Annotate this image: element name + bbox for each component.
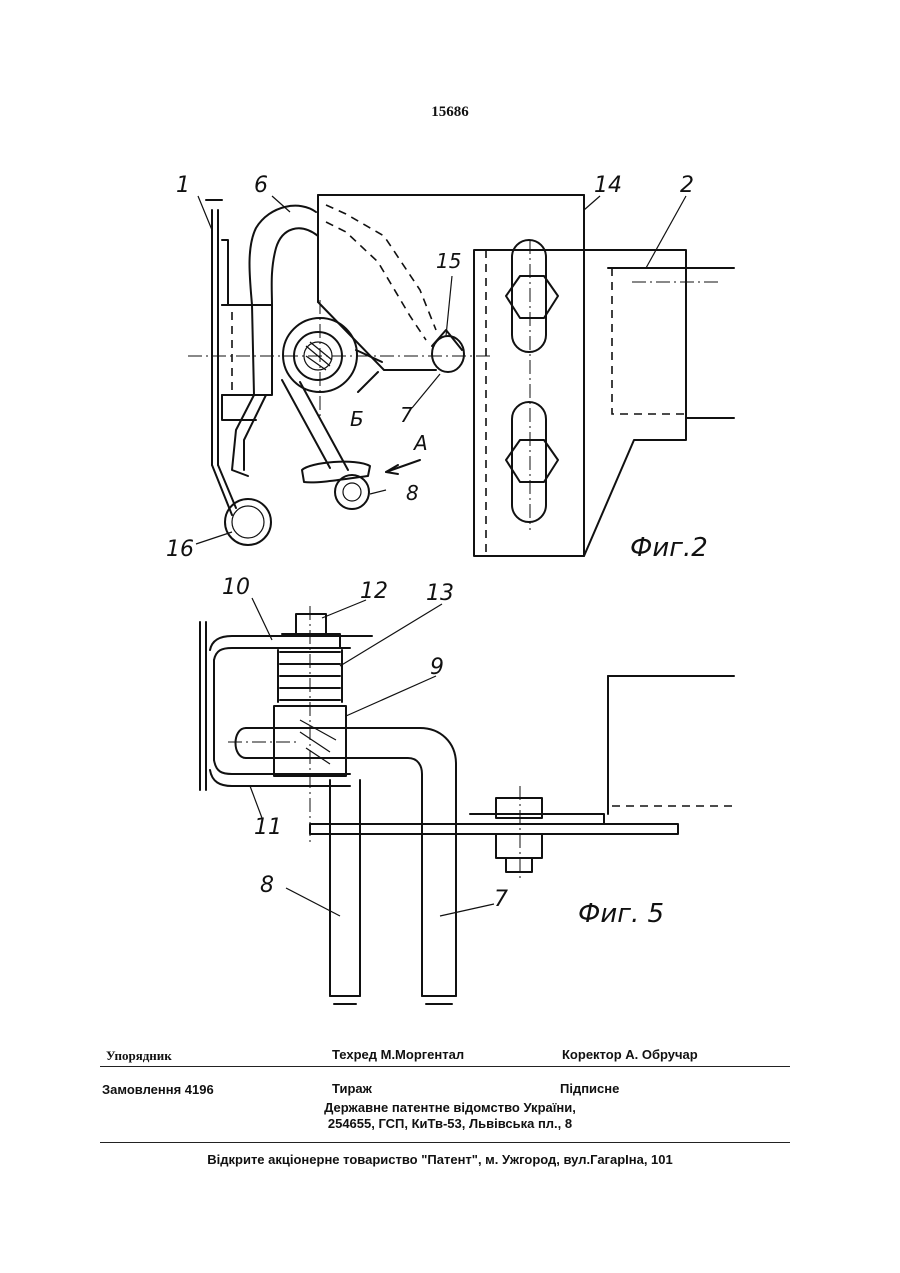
fig2-label-16: 16 (166, 537, 194, 562)
compiler-label: Упорядник (106, 1048, 172, 1064)
tech-editor: Техред М.Моргентал (332, 1047, 464, 1062)
fig2-label-14: 14 (594, 173, 622, 198)
fig5-label-8: 8 (260, 873, 274, 898)
fig5-label-10: 10 (222, 575, 250, 600)
corrector: Коректор А. Обручар (562, 1047, 698, 1062)
order-number: Замовлення 4196 (102, 1082, 214, 1097)
fig2-label-6: 6 (254, 173, 268, 198)
fig2-label-15: 15 (436, 249, 461, 273)
office-address: 254655, ГСП, КиТв-53, Львівська пл., 8 (0, 1116, 900, 1131)
fig2-label-8: 8 (406, 481, 419, 505)
colophon-rule-top (100, 1066, 790, 1067)
fig2-caption: Фиг.2 (630, 533, 708, 563)
fig2-label-1: 1 (176, 173, 190, 198)
colophon-rule-bottom (100, 1142, 790, 1143)
fig5-caption: Фиг. 5 (578, 899, 664, 929)
fig2-label-b: Б (350, 407, 364, 431)
figure-5 (200, 598, 734, 1004)
fig5-label-9: 9 (430, 655, 444, 680)
patent-office: Державне патентне відомство України, (0, 1100, 900, 1115)
fig2-label-2: 2 (680, 173, 694, 198)
fig5-label-13: 13 (426, 581, 454, 606)
fig2-label-7: 7 (400, 403, 413, 427)
subscription-label: Підписне (560, 1081, 619, 1096)
fig5-label-7: 7 (494, 887, 508, 912)
fig2-label-a: А (412, 431, 428, 455)
circulation-label: Тираж (332, 1081, 372, 1096)
fig5-label-12: 12 (360, 579, 388, 604)
publisher: Відкрите акціонерне товариство "Патент",… (0, 1152, 880, 1167)
fig5-label-11: 11 (254, 815, 282, 840)
